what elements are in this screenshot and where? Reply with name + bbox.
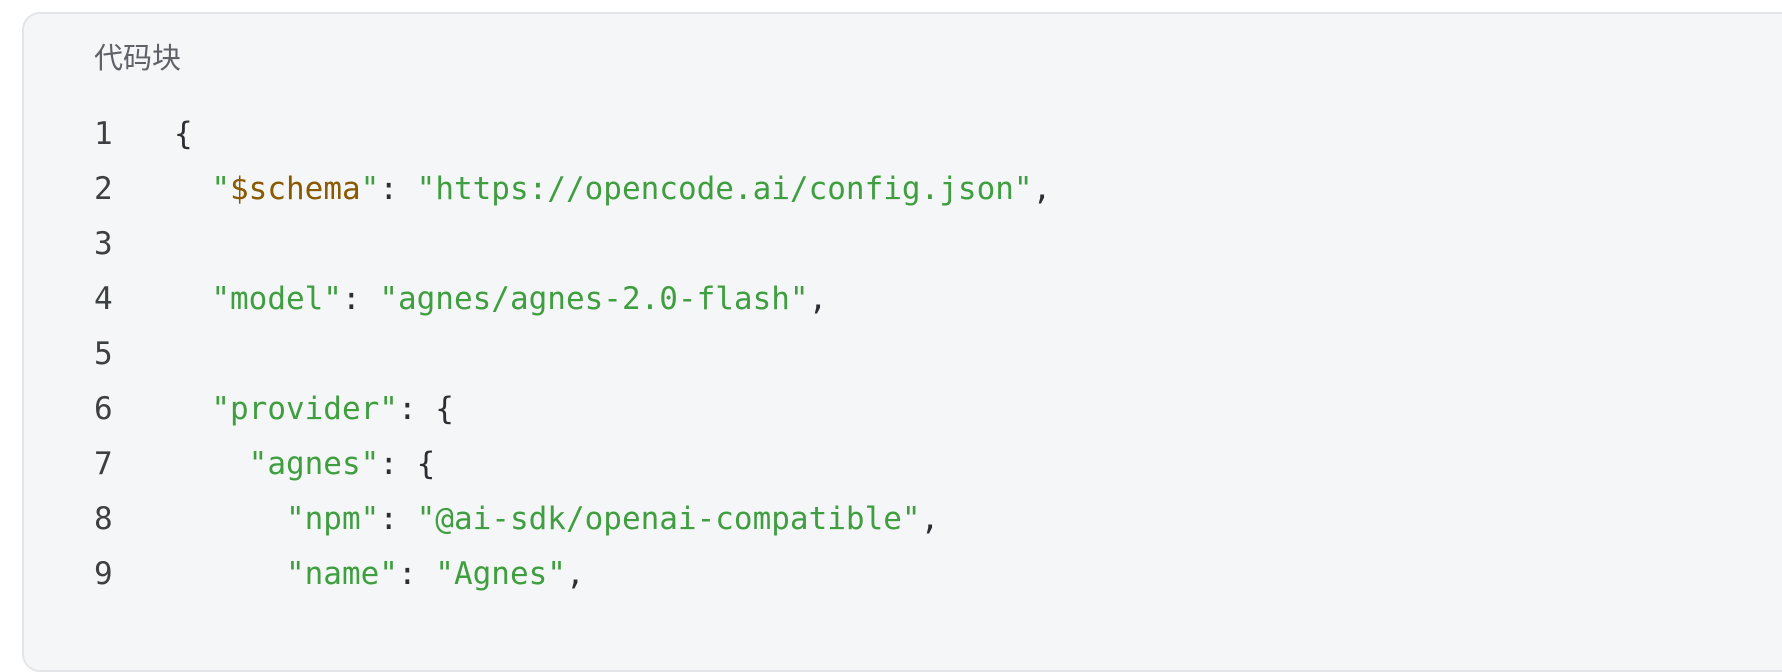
code-token: : { <box>397 390 454 427</box>
code-line: 8 "npm": "@ai-sdk/openai-compatible", <box>24 491 1782 546</box>
line-code: "$schema": "https://opencode.ai/config.j… <box>174 171 1051 207</box>
code-token: " <box>211 170 230 207</box>
line-code: "provider": { <box>174 391 454 427</box>
line-code: "npm": "@ai-sdk/openai-compatible", <box>174 501 939 537</box>
line-number: 4 <box>94 280 113 317</box>
line-number: 7 <box>94 445 113 482</box>
line-number: 6 <box>94 390 113 427</box>
line-indent <box>174 281 211 317</box>
line-number: 8 <box>94 500 113 537</box>
line-indent <box>174 391 211 427</box>
code-lines: 1{2 "$schema": "https://opencode.ai/conf… <box>24 106 1782 601</box>
code-block: 代码块 1{2 "$schema": "https://opencode.ai/… <box>22 12 1782 672</box>
code-token: : <box>379 170 417 207</box>
code-line: 1{ <box>24 106 1782 161</box>
code-token: { <box>174 115 193 152</box>
code-token: " <box>360 170 380 207</box>
code-token: $schema <box>230 170 361 207</box>
code-line: 3 <box>24 216 1782 271</box>
code-token: "agnes" <box>248 445 380 482</box>
code-token: "name" <box>285 555 398 592</box>
line-indent <box>174 171 211 207</box>
line-number: 3 <box>94 225 113 262</box>
code-token: "provider" <box>211 390 398 427</box>
code-block-title: 代码块 <box>94 41 182 75</box>
line-indent <box>174 556 286 592</box>
line-number: 1 <box>94 115 113 152</box>
line-number: 5 <box>94 335 113 372</box>
code-token: , <box>1032 170 1052 207</box>
code-token: "agnes/agnes-2.0-flash" <box>379 280 809 317</box>
code-token: : <box>397 555 436 592</box>
code-token: : <box>341 280 380 317</box>
line-number: 9 <box>94 555 113 592</box>
line-indent <box>174 446 249 482</box>
code-token: "@ai-sdk/openai-compatible" <box>416 500 921 537</box>
code-line: 7 "agnes": { <box>24 436 1782 491</box>
code-token: "https://opencode.ai/config.json" <box>416 170 1033 207</box>
code-token: "Agnes" <box>435 555 566 592</box>
code-token: , <box>565 555 585 592</box>
code-token: , <box>808 280 828 317</box>
code-token: "npm" <box>285 500 380 537</box>
code-line: 6 "provider": { <box>24 381 1782 436</box>
code-line: 4 "model": "agnes/agnes-2.0-flash", <box>24 271 1782 326</box>
code-token: "model" <box>211 280 342 317</box>
code-line: 5 <box>24 326 1782 381</box>
code-line: 2 "$schema": "https://opencode.ai/config… <box>24 161 1782 216</box>
code-token: , <box>920 500 940 537</box>
line-code: "name": "Agnes", <box>174 556 585 592</box>
line-code: { <box>174 116 193 152</box>
line-indent <box>174 501 286 537</box>
code-line: 9 "name": "Agnes", <box>24 546 1782 601</box>
line-code: "agnes": { <box>174 445 436 482</box>
code-token: : { <box>379 445 436 482</box>
line-code: "model": "agnes/agnes-2.0-flash", <box>174 281 827 317</box>
code-token: : <box>379 500 417 537</box>
line-number: 2 <box>94 170 113 207</box>
